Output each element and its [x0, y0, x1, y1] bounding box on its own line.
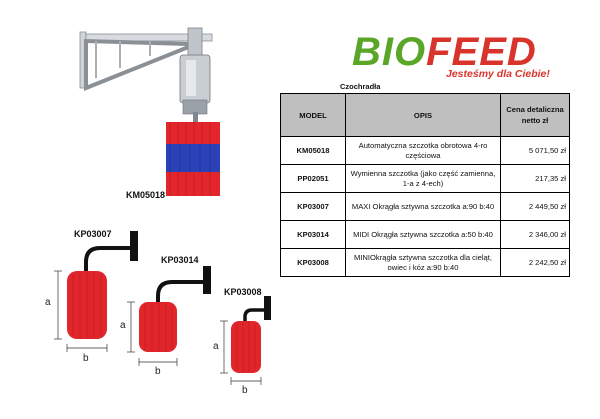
section-title: Czochradła [340, 82, 381, 91]
logo-feed-text: FEED [426, 30, 537, 74]
row-description: Automatyczna szczotka obrotowa 4-ro częś… [345, 136, 501, 165]
table-header-row: MODEL OPIS Cena detaliczna netto zł [280, 93, 570, 137]
row-description: MIDI Okrągła sztywna szczotka a:50 b:40 [345, 220, 501, 249]
kp03008-dim-b: b [242, 385, 248, 396]
row-description: MINIOkrągła sztywna szczotka dla cieląt,… [345, 248, 501, 277]
row-model: KP03007 [280, 192, 346, 221]
row-price: 5 071,50 zł [500, 136, 570, 165]
header-cena: Cena detaliczna netto zł [500, 93, 570, 137]
row-model: KP03008 [280, 248, 346, 277]
price-table: MODEL OPIS Cena detaliczna netto zł KM05… [280, 93, 570, 277]
kp03014-dim-b: b [155, 366, 161, 377]
header-opis: OPIS [345, 93, 501, 137]
header-model: MODEL [280, 93, 346, 137]
row-price: 2 242,50 zł [500, 248, 570, 277]
wall-bracket [79, 27, 213, 91]
kp03008-brush-image [220, 296, 271, 385]
kp03014-dim-a: a [120, 320, 126, 331]
brush-cylinder [166, 122, 220, 196]
logo-bio-text: BIO [352, 30, 427, 74]
table-row: KP03008 MINIOkrągła sztywna szczotka dla… [280, 248, 570, 277]
kp03008-dim-a: a [213, 341, 219, 352]
logo-tagline: Jesteśmy dla Ciebie! [446, 68, 550, 80]
table-row: PP02051 Wymienna szczotka (jako część za… [280, 164, 570, 193]
label-kp03007: KP03007 [74, 229, 112, 239]
label-kp03014: KP03014 [161, 255, 199, 265]
kp03007-dim-b: b [83, 353, 89, 364]
label-km05018: KM05018 [126, 190, 166, 200]
table-row: KM05018 Automatyczna szczotka obrotowa 4… [280, 136, 570, 165]
biofeed-logo: BIOFEED Jesteśmy dla Ciebie! [352, 32, 564, 82]
kp03007-brush-image [54, 231, 138, 352]
row-description: Wymienna szczotka (jako część zamienna, … [345, 164, 501, 193]
kp03007-dim-a: a [45, 297, 51, 308]
kp03014-brush-image [127, 266, 211, 366]
motor-housing [179, 54, 211, 124]
label-kp03008: KP03008 [224, 287, 262, 297]
